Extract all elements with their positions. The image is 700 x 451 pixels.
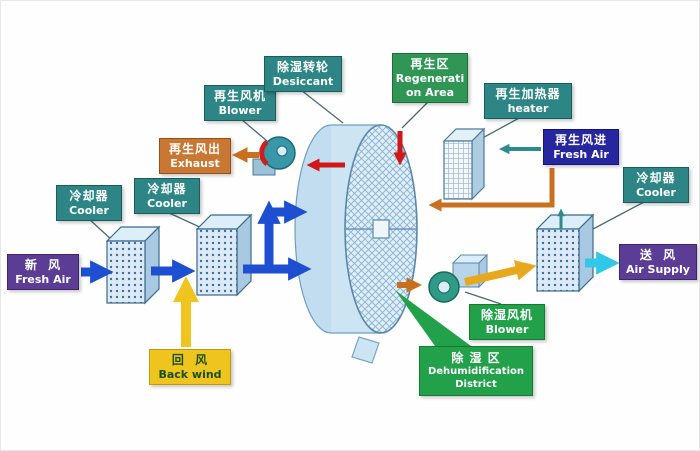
label-zh-text: 回 风 — [171, 352, 209, 367]
regen-air-arrows — [232, 147, 555, 293]
label-zh-text: 除湿风机 — [480, 307, 533, 322]
label-zh-text: 除湿转轮 — [276, 59, 329, 74]
regen-hot-air-arrows — [306, 131, 407, 172]
label-en-text: Exhaust — [170, 156, 220, 170]
dehumidification-zone-pointer — [395, 290, 471, 346]
label-en-text: Cooler — [69, 203, 109, 217]
label-zh-text: 冷却器 — [69, 188, 109, 203]
label-zh-text: 再生风出 — [168, 141, 221, 156]
label-back-wind: 回 风 Back wind — [149, 349, 231, 385]
cooler-unit-left-1 — [105, 225, 161, 305]
label-en-text: Dehumidification — [427, 366, 525, 377]
regen-heater-unit — [442, 127, 486, 201]
fresh-air-flow-arrows — [81, 200, 312, 284]
label-zh-text: 冷却器 — [636, 170, 676, 185]
label-en-text: Blower — [485, 322, 529, 336]
label-en-text: Regenerati — [395, 71, 465, 85]
label-en-text: on Area — [405, 85, 455, 99]
label-zh-text: 再生加热器 — [495, 86, 561, 101]
label-fresh-air-in: 新 风 Fresh Air — [7, 254, 79, 290]
label-zh-text: 新 风 — [24, 257, 62, 272]
label-en-text: District — [455, 378, 497, 390]
regen-in-arrows — [499, 143, 565, 229]
label-cooler-left-1: 冷却器 Cooler — [56, 185, 122, 221]
regen-blower-unit — [252, 136, 296, 176]
label-zh-text: 除 湿 区 — [451, 351, 501, 365]
label-en-text: heater — [507, 101, 549, 115]
label-zh-text: 冷却器 — [147, 181, 187, 196]
cooler-unit-right — [535, 213, 595, 293]
label-regen-heater: 再生加热器 heater — [484, 83, 572, 119]
label-desiccant-wheel: 除湿转轮 Desiccant — [264, 56, 342, 92]
label-en-text: Cooler — [147, 196, 187, 210]
label-en-text: Fresh Air — [15, 272, 71, 286]
label-cooler-left-2: 冷却器 Cooler — [134, 178, 200, 214]
label-en-text: Air Supply — [626, 262, 690, 276]
label-en-text: Fresh Air — [553, 147, 609, 161]
label-zh-text: 再生风机 — [213, 88, 266, 103]
label-regeneration-area: 再生区 Regenerati on Area — [392, 53, 468, 103]
blower-to-cooler-arrow — [464, 260, 537, 286]
label-cooler-right: 冷却器 Cooler — [623, 167, 689, 203]
label-en-text: Cooler — [636, 185, 676, 199]
label-en-text: Back wind — [158, 367, 222, 381]
label-dehumidification-district: 除 湿 区 Dehumidification District — [419, 346, 533, 396]
label-en-text: Desiccant — [272, 74, 334, 88]
cooler-unit-left-2 — [195, 213, 253, 297]
label-zh-text: 再生风进 — [554, 132, 607, 147]
label-zh-text: 再生区 — [410, 56, 450, 71]
label-en-text: Blower — [218, 103, 262, 117]
wheel-ribbon-shape — [351, 336, 380, 364]
label-air-supply: 送 风 Air Supply — [619, 244, 697, 280]
desiccant-wheel — [294, 124, 418, 334]
label-regen-exhaust: 再生风出 Exhaust — [159, 138, 231, 174]
label-regen-fresh-air: 再生风进 Fresh Air — [543, 129, 619, 165]
label-supply-blower: 除湿风机 Blower — [469, 304, 545, 340]
label-zh-text: 送 风 — [639, 247, 677, 262]
